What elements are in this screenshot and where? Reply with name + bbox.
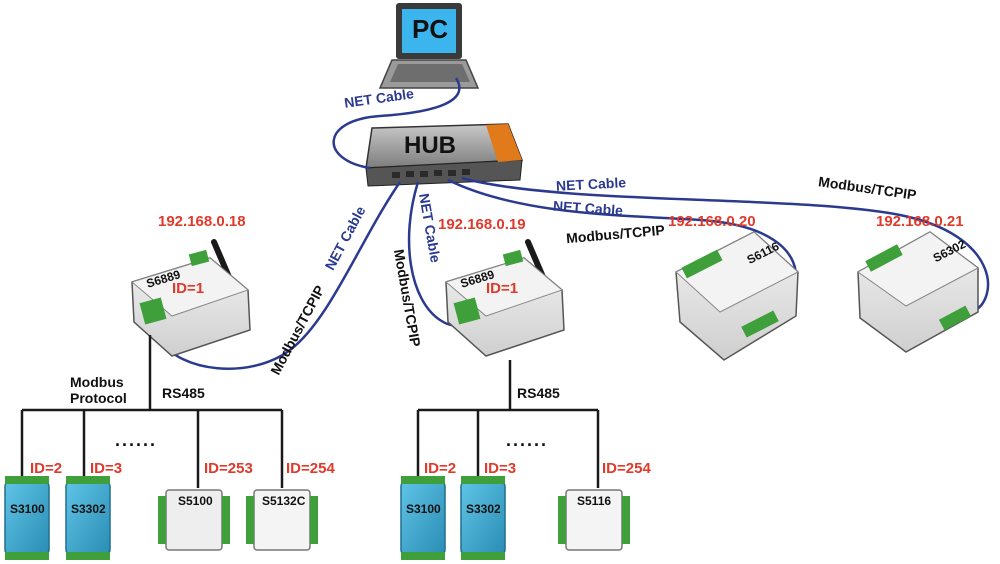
right-device-2-model: S3302: [466, 502, 501, 516]
net-cables: [158, 77, 990, 370]
left-bus-label: RS485: [162, 385, 205, 401]
pc-label: PC: [412, 14, 449, 44]
gateway-s6302-ip: 192.168.0.21: [876, 213, 964, 230]
left-device-1-id: ID=2: [30, 460, 63, 477]
rs485-bus-lines: [20, 335, 600, 488]
right-device-1-id: ID=2: [424, 460, 457, 477]
right-bus-ellipsis: ......: [506, 430, 549, 450]
left-device-2-model: S3302: [71, 502, 106, 516]
right-device-3-id: ID=254: [602, 460, 651, 477]
right-bus-modules: [400, 476, 630, 560]
gateway-mid-device: [444, 239, 565, 357]
left-device-4-model: S5132C: [262, 494, 306, 508]
left-protocol-line2: Protocol: [70, 390, 127, 406]
pc-laptop: [378, 3, 480, 89]
right-bus-label: RS485: [517, 385, 560, 401]
cable-pc-hub: [332, 77, 461, 170]
left-device-3-id: ID=253: [204, 460, 253, 477]
left-device-1-model: S3100: [10, 502, 45, 516]
left-device-4-id: ID=254: [286, 460, 335, 477]
cable-hub-left-gateway: [158, 181, 402, 370]
gateway-left-id: ID=1: [172, 280, 205, 297]
left-protocol-line1: Modbus: [70, 374, 124, 390]
gateway-mid-ip: 192.168.0.19: [438, 216, 526, 233]
gateway-s6116-ip: 192.168.0.20: [668, 213, 756, 230]
gateway-s6116-device: [675, 231, 799, 361]
left-bus-modules: [4, 476, 318, 560]
gateway-s6302-device: [857, 231, 979, 353]
left-device-3-model: S5100: [178, 494, 213, 508]
network-hub: [365, 123, 524, 187]
right-device-1-model: S3100: [406, 502, 441, 516]
left-bus-ellipsis: ......: [115, 430, 158, 450]
right-device-3-model: S5116: [577, 494, 612, 508]
right-device-2-id: ID=3: [484, 460, 517, 477]
gateway-left-device: [130, 239, 251, 357]
left-device-2-id: ID=3: [90, 460, 123, 477]
gateway-left-ip: 192.168.0.18: [158, 213, 246, 230]
hub-label: HUB: [404, 132, 456, 159]
gateway-mid-id: ID=1: [486, 280, 519, 297]
